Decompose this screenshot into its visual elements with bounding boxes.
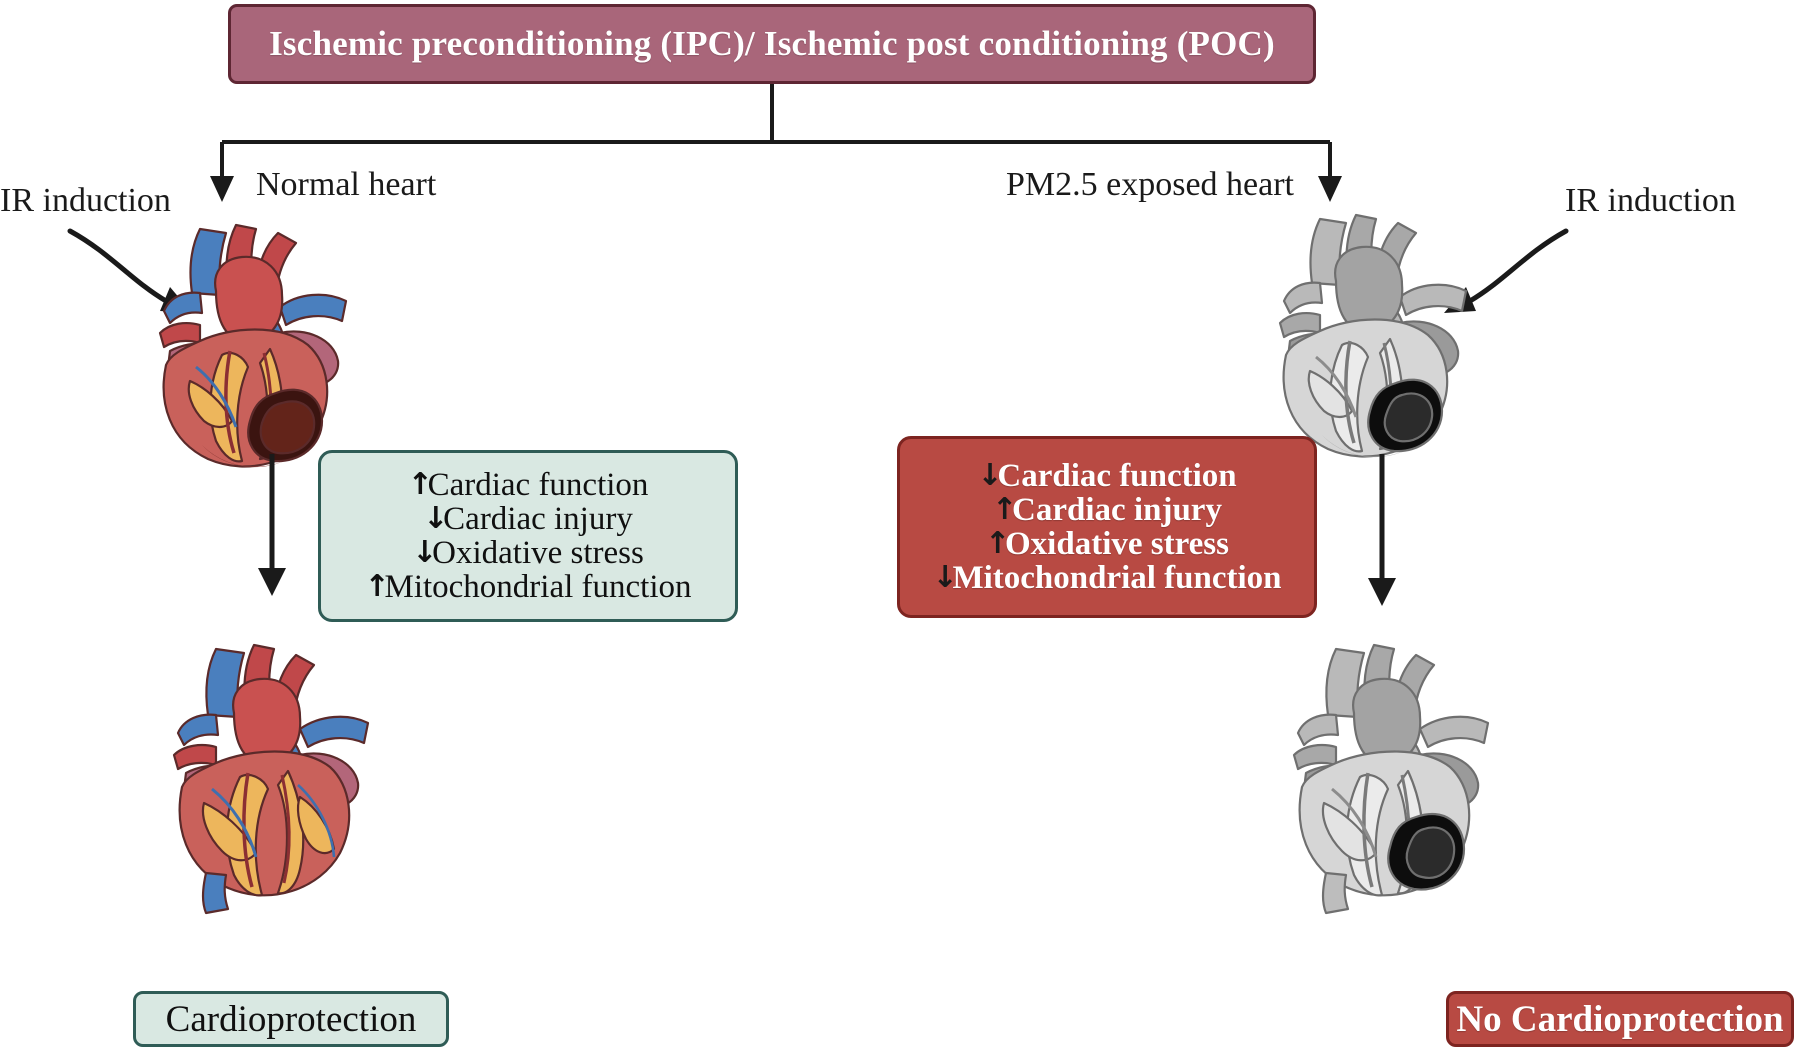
right-branch-heading: PM2.5 exposed heart: [1006, 166, 1295, 203]
arrow-up-icon: ↑: [985, 525, 1011, 561]
heart-left-bottom-protected: [172, 643, 370, 915]
arrow-up-icon: ↑: [992, 492, 1018, 527]
effect-label: Cardiac function: [427, 467, 649, 504]
effect-row: ↓ Cardiac function: [977, 459, 1236, 493]
heart-right-bottom-unprotected-grey: [1292, 643, 1490, 915]
effect-row: ↓ Mitochondrial function: [932, 561, 1281, 595]
outcome-no-cardioprotection: No Cardioprotection: [1446, 991, 1794, 1047]
left-ir-induction-label: IR induction: [0, 182, 171, 219]
effect-label: Oxidative stress: [1005, 526, 1229, 562]
effects-panel-pm25: ↓ Cardiac function ↑ Cardiac injury ↑ Ox…: [897, 436, 1317, 618]
arrow-up-icon: ↑: [364, 568, 390, 604]
effect-row: ↑ Cardiac injury: [992, 493, 1222, 527]
arrow-up-icon: ↑: [407, 467, 433, 503]
effect-row: ↑ Cardiac function: [408, 468, 649, 502]
title-banner: Ischemic preconditioning (IPC)/ Ischemic…: [228, 4, 1316, 84]
top-connector-tree: [210, 84, 1342, 202]
effect-row: ↓ Cardiac injury: [423, 502, 633, 536]
effect-row: ↓ Oxidative stress: [412, 536, 644, 570]
effect-label: Cardiac injury: [1012, 492, 1222, 529]
effect-row: ↑ Mitochondrial function: [364, 570, 691, 604]
effect-label: Oxidative stress: [432, 535, 644, 571]
effect-label: Mitochondrial function: [384, 568, 692, 605]
effect-label: Mitochondrial function: [952, 559, 1282, 596]
effect-label: Cardiac function: [997, 458, 1237, 495]
left-branch-arrowhead: [210, 176, 234, 202]
arrow-down-icon: ↓: [977, 458, 1003, 494]
effects-panel-normal: ↑ Cardiac function ↓ Cardiac injury ↓ Ox…: [318, 450, 738, 622]
left-branch-heading: Normal heart: [256, 166, 437, 203]
arrow-down-icon: ↓: [932, 559, 958, 595]
heart-left-top-ischemic: [158, 223, 348, 468]
effect-row: ↑ Oxidative stress: [985, 527, 1229, 561]
heart-right-top-ischemic-grey: [1278, 213, 1468, 458]
effect-label: Cardiac injury: [443, 501, 633, 538]
right-ir-induction-label: IR induction: [1565, 182, 1736, 219]
title-text: Ischemic preconditioning (IPC)/ Ischemic…: [269, 24, 1275, 63]
arrow-down-icon: ↓: [412, 534, 438, 570]
arrow-down-icon: ↓: [423, 501, 449, 536]
right-progression-arrow: [1368, 454, 1396, 606]
left-progression-arrow: [258, 454, 286, 596]
outcome-cardioprotection: Cardioprotection: [133, 991, 449, 1047]
right-branch-arrowhead: [1318, 176, 1342, 202]
